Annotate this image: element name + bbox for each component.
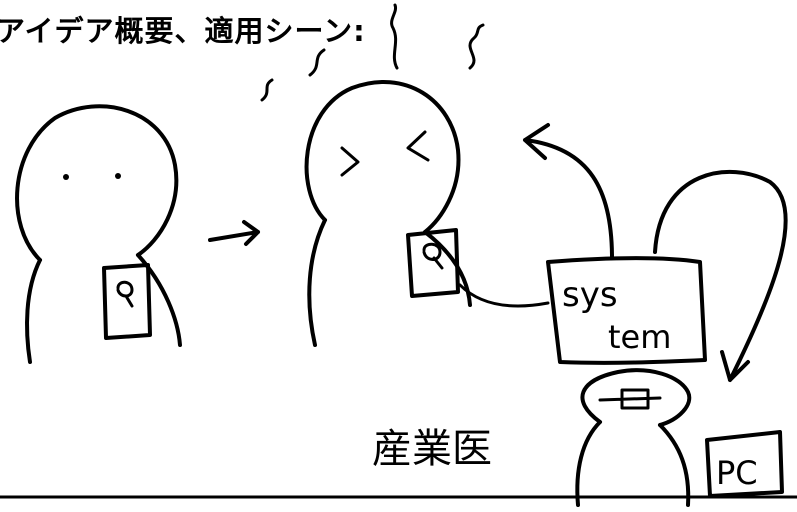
stress-mark [308,48,326,77]
sketch-title: アイデア概要、適用シーン: [0,14,366,48]
stress-mark [468,23,485,70]
smartphone-icon [406,228,460,298]
smartphone-icon [102,263,152,340]
squint-eye-left [340,146,360,177]
system-label-line2: tem [608,318,671,356]
stress-mark [260,78,274,102]
calm-eye-right [115,173,121,179]
feedback-arrow [523,123,614,260]
referral-arrow [653,169,788,382]
calm-person [15,104,182,364]
stress-mark [390,3,399,70]
glasses-icon [598,388,662,410]
occupational-doctor: 産業医 [372,368,692,507]
connection-line [458,283,550,308]
pc-label: PC [716,454,758,492]
calm-eye-left [63,174,69,180]
system-box: sys tem [546,256,707,365]
pc-icon: PC [705,430,784,498]
doctor-label: 産業医 [372,426,492,472]
squint-eye-right [406,130,430,162]
transition-arrow [208,220,260,246]
system-label-line1: sys [562,275,618,315]
